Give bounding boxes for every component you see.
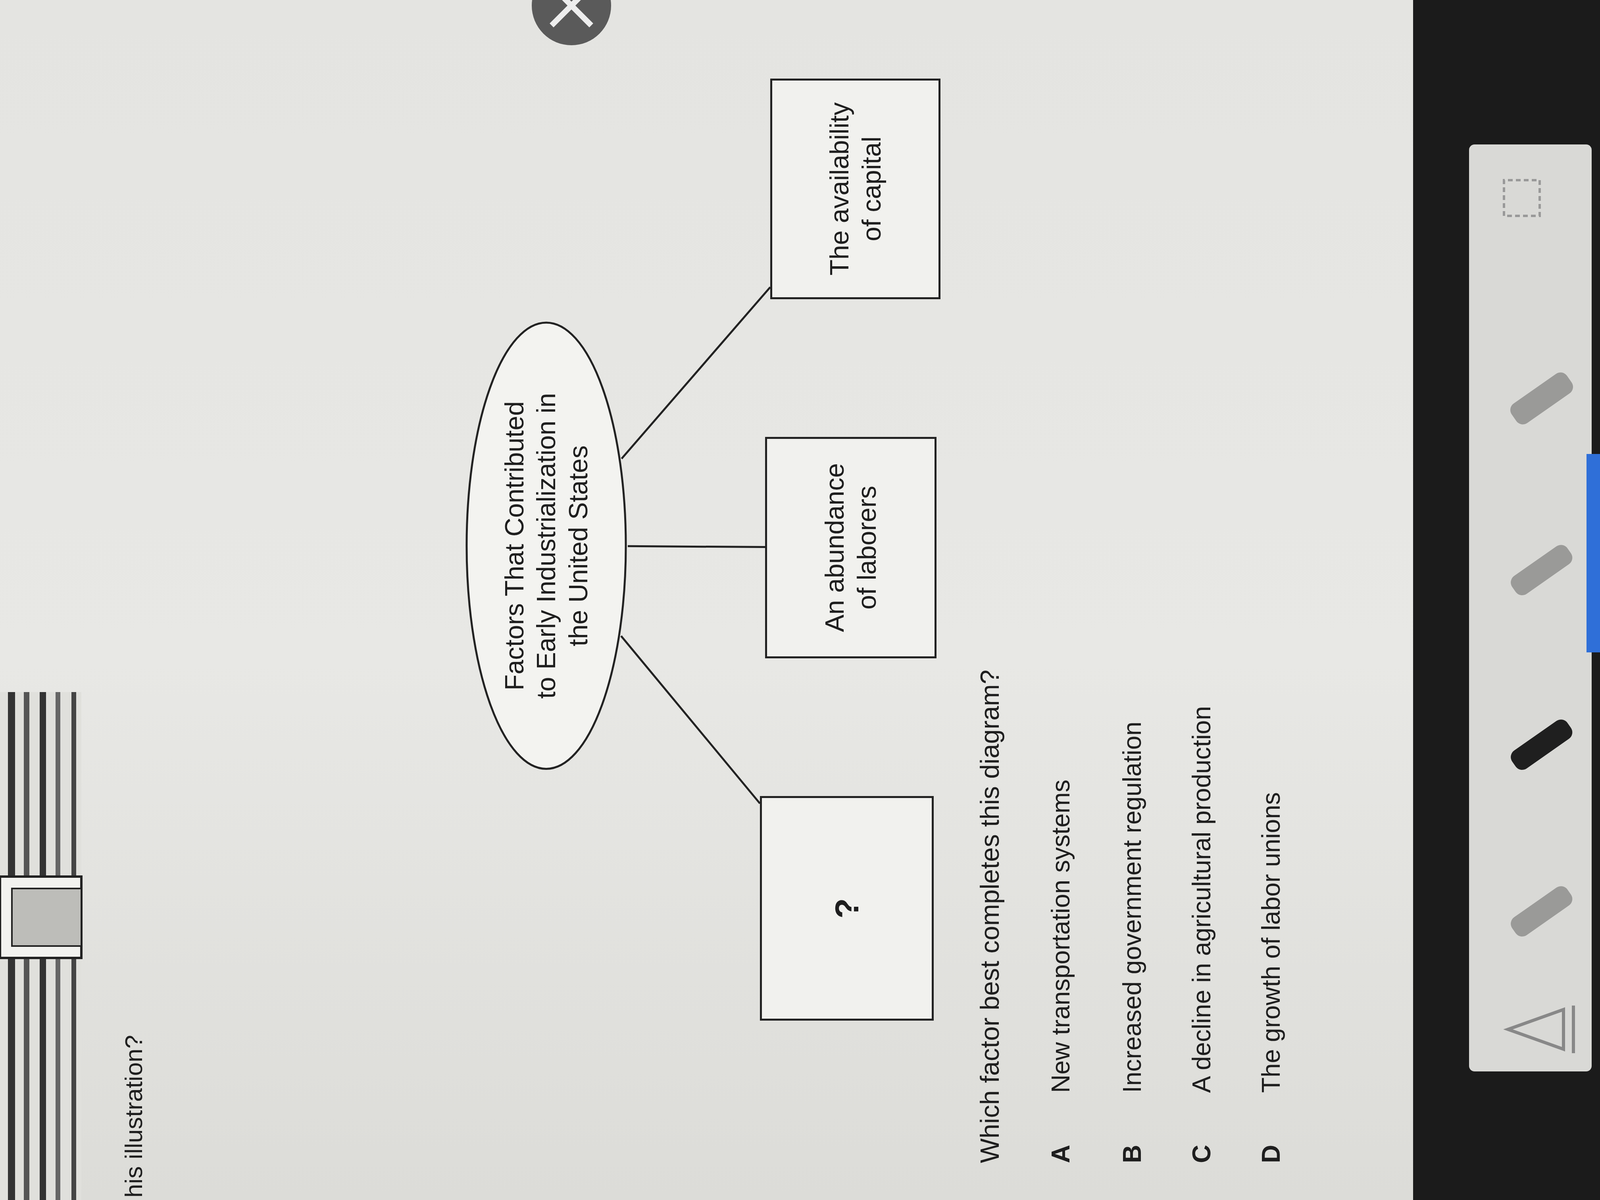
connector-line [621,287,771,459]
factor-box: An abundance of laborers [765,436,937,659]
close-button [531,0,612,46]
node-text: An abundance of laborers [818,454,883,641]
option-letter: D [1255,1144,1287,1164]
missing-factor-box: ? [759,796,934,1021]
option-text: New transportation systems [1045,779,1077,1093]
option-letter: C [1186,1144,1218,1164]
connector-line [627,546,766,547]
prompt-fragment: his illustration? [119,1034,149,1198]
option-letter: B [1117,1144,1148,1164]
screen-bezel [1413,0,1600,1200]
option-letter: A [1045,1144,1077,1164]
factor-box: The availability of capital [770,78,941,300]
node-text: ? [826,898,868,919]
option-text: A decline in agricultural production [1186,705,1218,1093]
node-text: Factors That Contributed to Early Indust… [498,391,595,701]
option-text: Increased government regulation [1117,721,1148,1093]
tool-bar [1469,144,1600,1072]
connector-line [621,636,760,804]
topic-oval: Factors That Contributed to Early Indust… [464,318,628,774]
question-text: Which factor best completes this diagram… [974,669,1006,1164]
option-text: The growth of labor unions [1255,792,1287,1093]
node-text: The availability of capital [823,95,888,283]
illustration-fragment [0,692,82,1200]
